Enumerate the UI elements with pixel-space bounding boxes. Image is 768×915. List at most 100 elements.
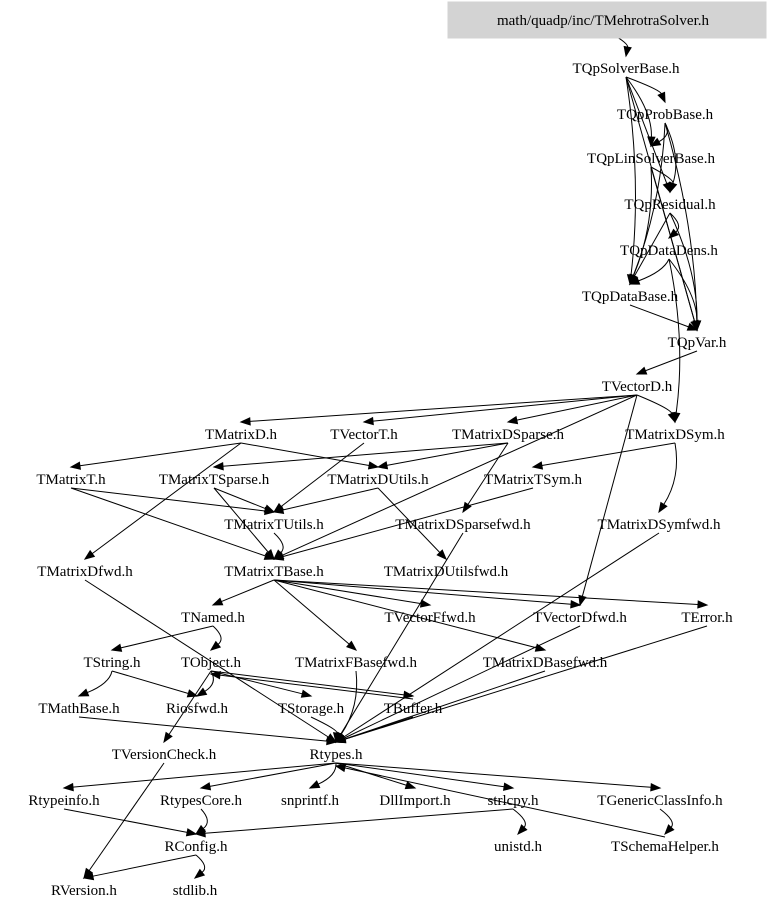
edge-line bbox=[204, 670, 214, 692]
node-label: TSchemaHelper.h bbox=[611, 839, 719, 855]
arrowhead-icon bbox=[334, 763, 347, 773]
node-tqp-residual[interactable]: TQpResidual.h bbox=[624, 197, 716, 213]
edge-line bbox=[335, 762, 652, 788]
edge-line bbox=[195, 854, 206, 873]
node-unistd[interactable]: unistd.h bbox=[494, 839, 542, 855]
node-tmatrix-dsym[interactable]: TMatrixDSym.h bbox=[625, 427, 725, 443]
edge-line bbox=[111, 670, 189, 694]
node-terror[interactable]: TError.h bbox=[681, 610, 733, 626]
node-strlcpy[interactable]: strlcpy.h bbox=[487, 793, 539, 809]
node-tgeneric-class-info[interactable]: TGenericClassInfo.h bbox=[597, 793, 723, 809]
node-tstring[interactable]: TString.h bbox=[83, 655, 141, 671]
arrowhead-icon bbox=[669, 181, 678, 194]
node-tmatrix-dsymfwd[interactable]: TMatrixDSymfwd.h bbox=[598, 517, 721, 533]
node-tqp-var[interactable]: TQpVar.h bbox=[668, 335, 727, 351]
node-tmatrix-dsparse[interactable]: TMatrixDSparse.h bbox=[452, 427, 565, 443]
node-tmatrix-tbase[interactable]: TMatrixTBase.h bbox=[224, 564, 324, 580]
edge-line bbox=[372, 394, 638, 422]
arrowhead-icon bbox=[506, 415, 519, 425]
edge-line bbox=[310, 716, 338, 734]
edge-line bbox=[120, 625, 214, 649]
node-rtypes[interactable]: Rtypes.h bbox=[310, 747, 363, 763]
node-tmatrix-tsym[interactable]: TMatrixTSym.h bbox=[484, 472, 582, 488]
node-rversion[interactable]: RVersion.h bbox=[51, 883, 117, 899]
node-tmatrix-dutils[interactable]: TMatrixDUtils.h bbox=[327, 472, 429, 488]
edge-line bbox=[87, 670, 113, 694]
node-label: TGenericClassInfo.h bbox=[597, 793, 723, 809]
node-label: RVersion.h bbox=[51, 883, 117, 899]
edge-line bbox=[210, 670, 303, 695]
node-tobject[interactable]: TObject.h bbox=[181, 655, 242, 671]
node-tmath-base[interactable]: TMathBase.h bbox=[38, 701, 120, 717]
node-tmatrix-dfwd[interactable]: TMatrixDfwd.h bbox=[37, 564, 133, 580]
edge-tmatrix-tbase-to-tmatrix-fbasefwd bbox=[273, 579, 358, 651]
arrowhead-icon bbox=[185, 828, 198, 837]
arrowhead-icon bbox=[686, 322, 699, 331]
edge-tmatrix-tutils-to-tmatrix-tbase bbox=[272, 532, 284, 560]
node-tvector-t[interactable]: TVectorT.h bbox=[330, 427, 398, 443]
node-label: TStorage.h bbox=[278, 701, 345, 717]
root-node-box bbox=[447, 1, 767, 39]
node-tvector-d[interactable]: TVectorD.h bbox=[602, 379, 673, 395]
node-tqp-data-dens[interactable]: TQpDataDens.h bbox=[620, 243, 718, 259]
node-tqp-solver-base[interactable]: TQpSolverBase.h bbox=[572, 61, 680, 77]
node-rconfig[interactable]: RConfig.h bbox=[165, 839, 228, 855]
edge-rtypeinfo-to-rconfig bbox=[63, 808, 198, 837]
node-snprintf[interactable]: snprintf.h bbox=[281, 793, 339, 809]
arrowhead-icon bbox=[199, 782, 212, 791]
node-tbuffer[interactable]: TBuffer.h bbox=[384, 701, 443, 717]
arrowhead-icon bbox=[69, 461, 81, 470]
arrowhead-icon bbox=[635, 366, 648, 375]
node-dll-import[interactable]: DllImport.h bbox=[379, 793, 451, 809]
edge-rtypes-to-snprintf bbox=[308, 762, 337, 789]
node-tnamed[interactable]: TNamed.h bbox=[181, 610, 245, 626]
arrowhead-icon bbox=[194, 829, 206, 838]
node-tmatrix-dsparsefwd[interactable]: TMatrixDSparsefwd.h bbox=[395, 517, 531, 533]
node-tqp-lin-solver-base[interactable]: TQpLinSolverBase.h bbox=[587, 151, 715, 167]
edge-line bbox=[273, 579, 422, 605]
arrowhead-icon bbox=[531, 461, 544, 470]
arrowhead-icon bbox=[264, 549, 275, 561]
node-tstorage[interactable]: TStorage.h bbox=[278, 701, 345, 717]
edge-line bbox=[344, 670, 546, 740]
edge-tqp-solver-base-to-tqp-prob-base bbox=[625, 76, 666, 104]
edge-line bbox=[273, 579, 350, 645]
node-label: Rtypes.h bbox=[310, 747, 363, 763]
node-rtypes-core[interactable]: RtypesCore.h bbox=[160, 793, 243, 809]
edge-tmatrix-dsparse-to-tmatrix-dutils bbox=[376, 442, 509, 470]
node-label: strlcpy.h bbox=[487, 793, 539, 809]
node-tqp-prob-base[interactable]: TQpProbBase.h bbox=[617, 107, 714, 123]
arrowhead-icon bbox=[692, 320, 702, 332]
node-label: TBuffer.h bbox=[384, 701, 443, 717]
node-riosfwd[interactable]: Riosfwd.h bbox=[166, 701, 229, 717]
node-tschema-helper[interactable]: TSchemaHelper.h bbox=[611, 839, 719, 855]
node-tmatrix-tutils[interactable]: TMatrixTUtils.h bbox=[224, 517, 324, 533]
node-tvector-dfwd[interactable]: TVectorDfwd.h bbox=[533, 610, 627, 626]
edge-tvector-d-to-tmatrix-d bbox=[239, 394, 638, 426]
edge-line bbox=[317, 762, 337, 785]
node-tmatrix-fbasefwd[interactable]: TMatrixFBasefwd.h bbox=[295, 655, 418, 671]
arrowhead-icon bbox=[209, 670, 221, 680]
node-tmatrix-t[interactable]: TMatrixT.h bbox=[36, 472, 106, 488]
node-tmatrix-tsparse[interactable]: TMatrixTSparse.h bbox=[159, 472, 270, 488]
node-tqp-data-base[interactable]: TQpDataBase.h bbox=[582, 289, 679, 305]
root-node[interactable]: math/quadp/inc/TMehrotraSolver.h bbox=[447, 1, 767, 39]
edge-tqp-data-dens-to-tqp-data-base bbox=[628, 258, 670, 285]
edge-line bbox=[625, 76, 662, 95]
edge-line bbox=[669, 212, 698, 322]
arrowhead-icon bbox=[570, 600, 582, 609]
node-tmatrix-d[interactable]: TMatrixD.h bbox=[205, 427, 278, 443]
edge-line bbox=[222, 442, 509, 467]
arrowhead-icon bbox=[82, 871, 95, 881]
node-tversion-check[interactable]: TVersionCheck.h bbox=[112, 747, 217, 763]
node-tmatrix-dbasefwd[interactable]: TMatrixDBasefwd.h bbox=[483, 655, 608, 671]
node-tmatrix-dutilsfwd[interactable]: TMatrixDUtilsfwd.h bbox=[384, 564, 509, 580]
edge-line bbox=[63, 808, 188, 833]
edge-line bbox=[84, 579, 329, 738]
node-label: TVectorD.h bbox=[602, 379, 673, 395]
node-stdlib[interactable]: stdlib.h bbox=[173, 883, 218, 899]
node-tvector-ffwd[interactable]: TVectorFfwd.h bbox=[384, 610, 476, 626]
node-rtypeinfo[interactable]: Rtypeinfo.h bbox=[28, 793, 100, 809]
edge-line bbox=[240, 442, 370, 466]
arrowhead-icon bbox=[211, 597, 224, 606]
